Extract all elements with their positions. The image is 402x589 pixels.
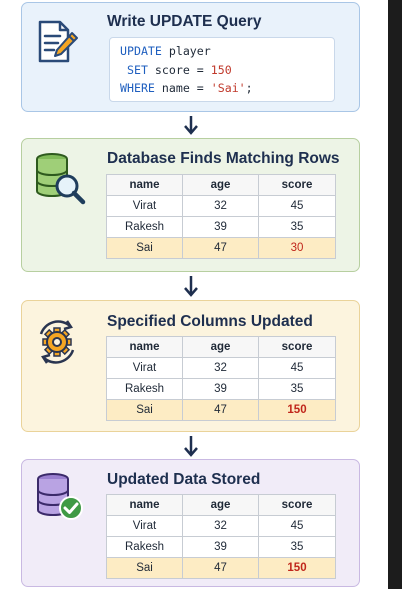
table-header-row: name age score	[106, 494, 336, 516]
table-cell: 150	[258, 399, 336, 421]
table-cell: 47	[182, 557, 259, 579]
down-arrow-icon	[184, 276, 198, 297]
window-edge	[388, 0, 402, 589]
sql-keyword: UPDATE	[120, 44, 162, 58]
table-cell: Virat	[106, 357, 183, 379]
step-find-rows: Database Finds Matching Rows name age sc…	[21, 138, 360, 272]
table-cell: 35	[258, 216, 336, 238]
table-cell: Rakesh	[106, 536, 183, 558]
table-cell: 45	[258, 195, 336, 217]
table-cell: Virat	[106, 195, 183, 217]
table-cell: Rakesh	[106, 378, 183, 400]
table-row: Rakesh 39 35	[106, 378, 336, 400]
table-row: Virat 32 45	[106, 357, 336, 379]
table-cell: 47	[182, 237, 259, 259]
highlighted-row: Sai 47 150	[106, 399, 336, 421]
result-table: name age score Virat 32 45 Rakesh 39 35 …	[106, 174, 336, 259]
table-cell: 45	[258, 357, 336, 379]
step-data-stored: Updated Data Stored name age score Virat…	[21, 459, 360, 587]
sql-text: ;	[245, 81, 253, 95]
column-header: score	[258, 336, 336, 358]
highlighted-row: Sai 47 150	[106, 557, 336, 579]
database-check-icon	[37, 473, 83, 520]
database-search-icon	[36, 153, 86, 205]
column-header: age	[182, 494, 259, 516]
sql-value: 150	[210, 62, 232, 77]
highlighted-row: Sai 47 30	[106, 237, 336, 259]
table-cell: 45	[258, 515, 336, 537]
table-cell: Sai	[106, 399, 183, 421]
table-row: Virat 32 45	[106, 515, 336, 537]
code-line: SET score = 150	[120, 61, 334, 80]
sql-keyword: SET	[126, 62, 148, 77]
column-header: name	[106, 174, 183, 196]
table-cell: 32	[182, 357, 259, 379]
step-columns-updated: Specified Columns Updated name age score…	[21, 300, 360, 432]
table-cell: 39	[182, 536, 259, 558]
sql-value: 'Sai'	[210, 81, 246, 95]
code-line: WHERE name = 'Sai';	[120, 79, 334, 98]
table-cell: Sai	[106, 237, 183, 259]
table-cell: 35	[258, 378, 336, 400]
code-line: UPDATE player	[120, 42, 334, 61]
column-header: score	[258, 174, 336, 196]
table-cell: 39	[182, 216, 259, 238]
column-header: age	[182, 174, 259, 196]
result-table: name age score Virat 32 45 Rakesh 39 35 …	[106, 336, 336, 421]
gear-refresh-icon	[39, 320, 75, 364]
sql-text: player	[161, 44, 211, 58]
column-header: name	[106, 494, 183, 516]
sql-text: score =	[147, 62, 211, 77]
table-cell: Rakesh	[106, 216, 183, 238]
document-pencil-icon	[38, 20, 78, 63]
table-row: Virat 32 45	[106, 195, 336, 217]
table-cell: 150	[258, 557, 336, 579]
sql-text: name =	[154, 81, 211, 95]
result-table: name age score Virat 32 45 Rakesh 39 35 …	[106, 494, 336, 579]
table-cell: 30	[258, 237, 336, 259]
step-write-query: Write UPDATE Query UPDATE player SET sco…	[21, 2, 360, 112]
sql-code-box: UPDATE player SET score = 150 WHERE name…	[109, 37, 335, 102]
step-title: Database Finds Matching Rows	[107, 150, 340, 167]
down-arrow-icon	[184, 116, 198, 135]
table-row: Rakesh 39 35	[106, 216, 336, 238]
column-header: age	[182, 336, 259, 358]
table-header-row: name age score	[106, 174, 336, 196]
table-cell: 32	[182, 195, 259, 217]
step-title: Write UPDATE Query	[107, 13, 262, 30]
down-arrow-icon	[184, 436, 198, 457]
table-cell: 32	[182, 515, 259, 537]
table-cell: 39	[182, 378, 259, 400]
step-title: Updated Data Stored	[107, 471, 261, 488]
table-cell: Sai	[106, 557, 183, 579]
sql-keyword: WHERE	[120, 81, 155, 95]
table-header-row: name age score	[106, 336, 336, 358]
table-row: Rakesh 39 35	[106, 536, 336, 558]
table-cell: Virat	[106, 515, 183, 537]
column-header: score	[258, 494, 336, 516]
table-cell: 47	[182, 399, 259, 421]
table-cell: 35	[258, 536, 336, 558]
step-title: Specified Columns Updated	[107, 313, 313, 330]
column-header: name	[106, 336, 183, 358]
